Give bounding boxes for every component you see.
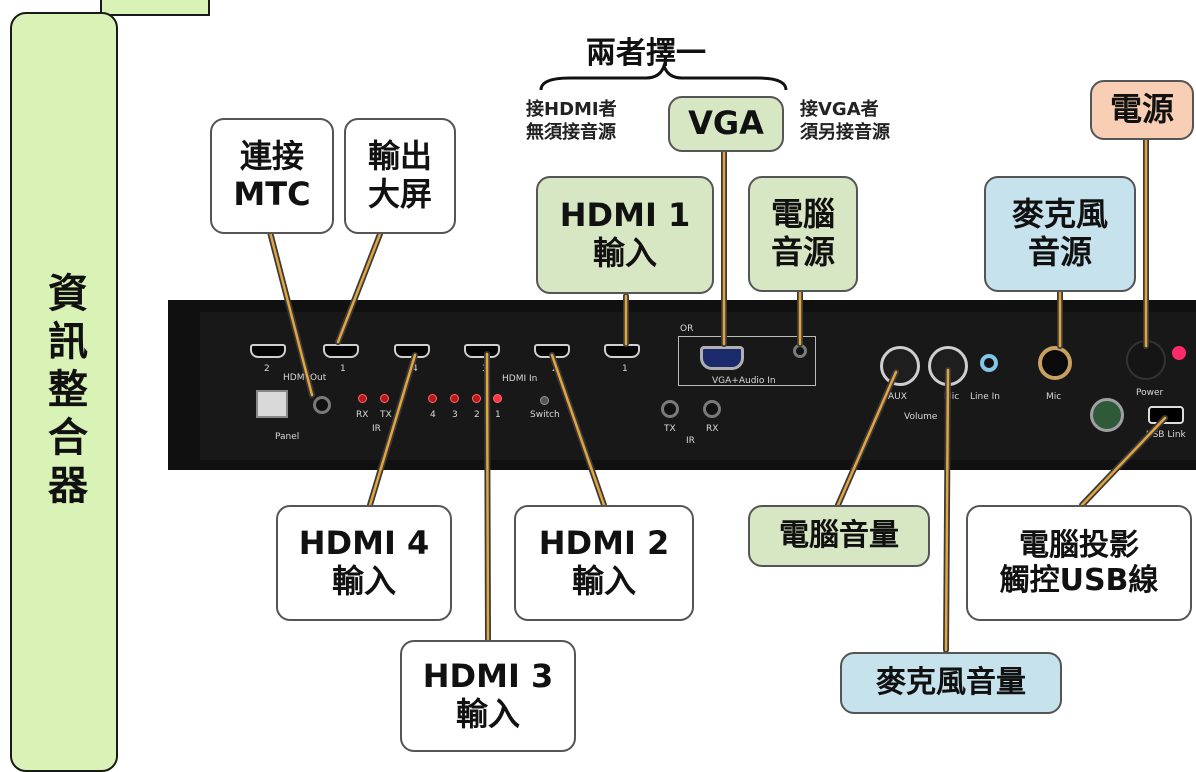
vga-callout: VGA: [668, 96, 784, 152]
hdmi3-line-1: HDMI 3: [422, 657, 554, 696]
ir-rx-led: [358, 394, 367, 403]
led-num-3: 3: [452, 410, 458, 420]
hdmi-in-num-4: 4: [412, 364, 418, 374]
mic-knob-label: Mic: [944, 392, 960, 402]
power-socket: [1126, 340, 1166, 380]
hdmi-out-1-port: [323, 344, 359, 358]
hdmi-note-line-1: 接HDMI者: [526, 99, 617, 120]
hdmi2-line-2: 輸入: [571, 562, 636, 600]
mtc-line-1: 連接: [239, 137, 304, 176]
page-title: 資訊整合器: [41, 272, 87, 512]
hdmi2-line-1: HDMI 2: [538, 524, 670, 563]
mtc-line-2: MTC: [233, 175, 311, 213]
switch-label: Switch: [530, 410, 560, 420]
mic-volume-label: 麥克風音量: [876, 665, 1026, 701]
corner-tab: [100, 0, 210, 16]
mic-source-line-1: 麥克風: [1011, 195, 1108, 234]
pc-audio-line-1: 電腦: [770, 195, 835, 234]
ir-label: IR: [372, 424, 381, 434]
power-label: 電源: [1109, 90, 1174, 129]
hdmi-in-3-port: [464, 344, 500, 358]
line-in-jack: [980, 354, 998, 372]
hdmi1-line-2: 輸入: [592, 234, 657, 272]
input-3-led: [450, 394, 459, 403]
vga-label: VGA: [688, 104, 764, 143]
choose-brace: [539, 61, 788, 91]
power-port-label: Power: [1136, 388, 1164, 398]
mic-volume-callout: 麥克風音量: [840, 652, 1062, 714]
leader-lines: [267, 61, 1168, 653]
led-num-2: 2: [474, 410, 480, 420]
hdmi-out-num-1: 1: [340, 364, 346, 374]
pc-audio-callout: 電腦 音源: [748, 176, 858, 292]
input-1-led: [493, 394, 502, 403]
hdmi1-line-1: HDMI 1: [559, 196, 691, 235]
hdmi-in-1-port: [604, 344, 640, 358]
hdmi4-callout: HDMI 4 輸入: [276, 505, 452, 621]
hdmi-out-num-2: 2: [264, 364, 270, 374]
usb-line-1: 電腦投影: [1019, 527, 1139, 563]
panel-label: Panel: [275, 432, 300, 442]
ir-jack-tx-label: TX: [664, 424, 676, 434]
vga-note: 接VGA者 須另接音源: [800, 98, 890, 145]
panel-rj-port: [256, 390, 288, 418]
vga-port: [700, 346, 744, 370]
mic-label: Mic: [1046, 392, 1062, 402]
ir-rx-jack: [703, 400, 721, 418]
mic-source-callout: 麥克風 音源: [984, 176, 1136, 292]
vga-audio-label: VGA+Audio In: [712, 376, 776, 386]
mic-jack: [1038, 346, 1072, 380]
usb-port: [1148, 406, 1184, 424]
input-4-led: [428, 394, 437, 403]
ir-tx-led: [380, 394, 389, 403]
title-panel: 資訊整合器: [10, 12, 118, 772]
hdmi4-line-1: HDMI 4: [298, 524, 430, 563]
power-led: [1172, 346, 1186, 360]
usb-callout: 電腦投影 觸控USB線: [966, 505, 1192, 621]
mtc-callout: 連接 MTC: [210, 118, 334, 234]
vga-audio-frame: [678, 336, 816, 386]
vga-note-line-1: 接VGA者: [800, 99, 879, 120]
aux-label: AUX: [888, 392, 907, 402]
ir-tx-label: TX: [380, 410, 392, 420]
hdmi3-line-2: 輸入: [455, 695, 520, 733]
hdmi-in-label: HDMI In: [502, 374, 538, 384]
hdmi2-callout: HDMI 2 輸入: [514, 505, 694, 621]
hdmi-note-line-2: 無須接音源: [526, 122, 616, 144]
or-label: OR: [680, 324, 694, 334]
ir-tx-jack: [661, 400, 679, 418]
led-num-4: 4: [430, 410, 436, 420]
ir-jack-rx-label: RX: [706, 424, 719, 434]
pc-volume-callout: 電腦音量: [748, 505, 930, 567]
usb-line-2: 觸控USB線: [999, 563, 1159, 598]
hdmi-note: 接HDMI者 無須接音源: [526, 98, 617, 145]
hdmi1-callout: HDMI 1 輸入: [536, 176, 714, 294]
line-in-label: Line In: [970, 392, 1000, 402]
mic-source-line-2: 音源: [1027, 233, 1092, 271]
pc-volume-label: 電腦音量: [779, 518, 899, 554]
pc-audio-line-2: 音源: [770, 233, 835, 271]
hdmi-in-num-1: 1: [622, 364, 628, 374]
panel-jack: [313, 396, 331, 414]
hdmi3-callout: HDMI 3 輸入: [400, 640, 576, 752]
choose-one-title: 兩者擇一: [586, 36, 706, 71]
vga-note-line-2: 須另接音源: [800, 122, 890, 144]
switch-button: [540, 396, 549, 405]
output-line-2: 大屏: [367, 175, 432, 213]
ir-jack-label: IR: [686, 436, 695, 446]
output-callout: 輸出 大屏: [344, 118, 456, 234]
usb-link-label: USB Link: [1146, 430, 1186, 440]
input-2-led: [472, 394, 481, 403]
hdmi4-line-2: 輸入: [331, 562, 396, 600]
output-line-1: 輸出: [367, 137, 432, 176]
ir-rx-label: RX: [356, 410, 369, 420]
grounding-icon: [1090, 398, 1124, 432]
led-num-1: 1: [495, 410, 501, 420]
volume-label: Volume: [904, 412, 938, 422]
power-callout: 電源: [1090, 80, 1194, 140]
hdmi-out-2-port: [250, 344, 286, 358]
aux-volume-knob: [880, 346, 920, 386]
